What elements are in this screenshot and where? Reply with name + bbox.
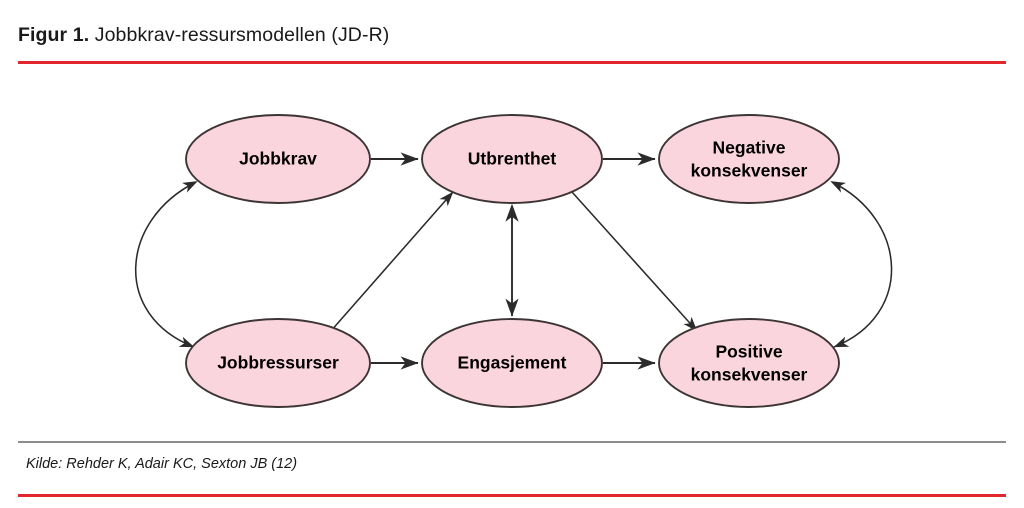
figure-source: Kilde: Rehder K, Adair KC, Sexton JB (12… [26,456,298,472]
node-positive-konsekvenser-label-line1: Positive [715,342,782,362]
node-jobbkrav[interactable]: Jobbkrav [185,114,371,204]
source-separator-rule [18,441,1006,443]
node-jobbkrav-label: Jobbkrav [239,149,317,169]
node-utbrenthet[interactable]: Utbrenthet [421,114,603,204]
edge-jobbkrav-jobbressurser [134,181,198,348]
node-negative-konsekvenser[interactable]: Negative konsekvenser [658,114,840,204]
node-negative-konsekvenser-label-line2: konsekvenser [691,161,808,181]
figure-label: Figur 1. [18,24,90,46]
edge-jobbressurser-utbrenthet [329,191,454,333]
node-positive-konsekvenser-shape [658,318,840,408]
jd-r-diagram: Jobbkrav Utbrenthet Negative konsekvense… [0,70,1024,435]
top-accent-rule [18,61,1006,64]
edge-utbrenthet-positive [571,191,698,332]
node-jobbressurser[interactable]: Jobbressurser [185,318,371,408]
page-title: Figur 1. Jobbkrav-ressursmodellen (JD-R) [18,24,389,47]
node-jobbressurser-label: Jobbressurser [217,353,339,373]
node-utbrenthet-shape [421,114,603,204]
node-negative-konsekvenser-label-line1: Negative [713,138,786,158]
node-positive-konsekvenser[interactable]: Positive konsekvenser [658,318,840,408]
node-positive-konsekvenser-label-line2: konsekvenser [691,365,808,385]
node-jobbressurser-shape [185,318,371,408]
node-engasjement[interactable]: Engasjement [421,318,603,408]
node-jobbkrav-shape [185,114,371,204]
node-utbrenthet-label: Utbrenthet [468,149,557,169]
bottom-accent-rule [18,494,1006,497]
edge-negative-positive [830,181,893,348]
node-engasjement-label: Engasjement [458,353,567,373]
node-negative-konsekvenser-shape [658,114,840,204]
node-engasjement-shape [421,318,603,408]
figure-caption: Jobbkrav-ressursmodellen (JD-R) [94,24,390,46]
